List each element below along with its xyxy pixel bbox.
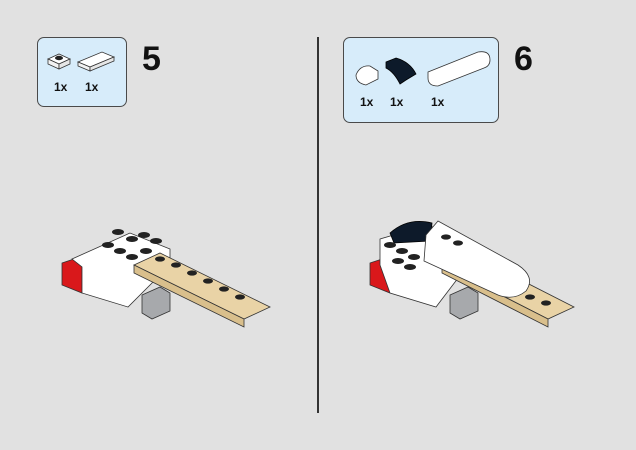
- part-qty: 1x: [360, 95, 374, 109]
- part-qty: 1x: [85, 80, 99, 94]
- parts-list-step-6: 1x 1x 1x: [343, 37, 499, 123]
- white-plate-1x1-part: [47, 53, 71, 70]
- step-divider: [317, 37, 319, 413]
- step-number: 6: [514, 40, 533, 78]
- white-tile-1x2-part: [76, 51, 116, 72]
- parts-list-step-5: 1x 1x: [37, 37, 127, 107]
- white-round-slope-part: [355, 65, 379, 86]
- step-number: 5: [142, 40, 161, 78]
- part-qty: 1x: [390, 95, 404, 109]
- model-assembly-step-5: [61, 229, 271, 328]
- black-curved-slope-part: [385, 57, 417, 85]
- white-round-brick-part: [427, 51, 491, 87]
- model-assembly-step-6: [369, 220, 575, 328]
- part-qty: 1x: [54, 80, 68, 94]
- part-qty: 1x: [431, 95, 445, 109]
